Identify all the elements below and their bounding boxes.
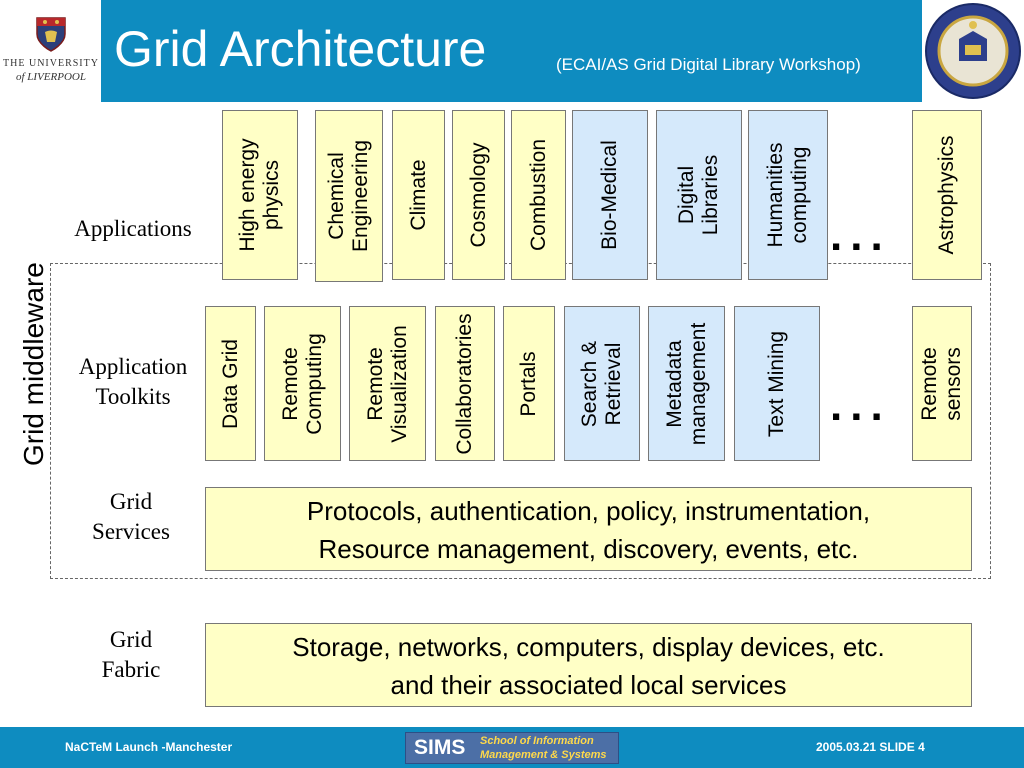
grid-services-box: Protocols, authentication, policy, instr… — [205, 487, 972, 571]
applications-label: Applications — [74, 216, 192, 241]
applications-ellipsis: ... — [830, 211, 891, 260]
grid-services-label: Grid Services — [92, 489, 170, 544]
slide-subtitle: (ECAI/AS Grid Digital Library Workshop) — [556, 55, 861, 74]
logo-line-2: of LIVERPOOL — [16, 71, 86, 83]
toolkit-box-data-grid: Data Grid — [205, 306, 256, 461]
toolkit-box-search-retrieval: Search &Retrieval — [564, 306, 640, 461]
toolkits-ellipsis: ... — [830, 381, 891, 430]
app-box-bio-medical: Bio-Medical — [572, 110, 648, 280]
crest-icon — [36, 17, 66, 52]
footer-event-text: NaCTeM Launch -Manchester — [65, 740, 233, 754]
slide-title: Grid Architecture — [114, 21, 487, 77]
grid-fabric-box: Storage, networks, computers, display de… — [205, 623, 972, 707]
sims-logo: SIMS School of Information Management & … — [405, 732, 619, 764]
grid-middleware-label: Grid middleware — [18, 262, 49, 466]
app-box-combustion: Combustion — [511, 110, 566, 280]
university-of-liverpool-logo: THE UNIVERSITY of LIVERPOOL — [0, 0, 102, 102]
toolkit-box-text-mining: Text Mining — [734, 306, 820, 461]
application-toolkits-label: Application Toolkits — [78, 354, 188, 409]
header-bar — [0, 0, 1024, 102]
app-box-cosmology: Cosmology — [452, 110, 505, 280]
logo-line-1: THE UNIVERSITY — [3, 58, 99, 69]
seal-icon — [925, 3, 1021, 99]
app-box-climate: Climate — [392, 110, 445, 280]
grid-fabric-label: Grid Fabric — [101, 627, 161, 682]
toolkit-box-collaboratories: Collaboratories — [435, 306, 495, 461]
toolkit-box-portals: Portals — [503, 306, 555, 461]
uc-berkeley-seal — [922, 0, 1024, 102]
footer-slide-number: 2005.03.21 SLIDE 4 — [816, 740, 925, 754]
app-box-astrophysics: Astrophysics — [912, 110, 982, 280]
